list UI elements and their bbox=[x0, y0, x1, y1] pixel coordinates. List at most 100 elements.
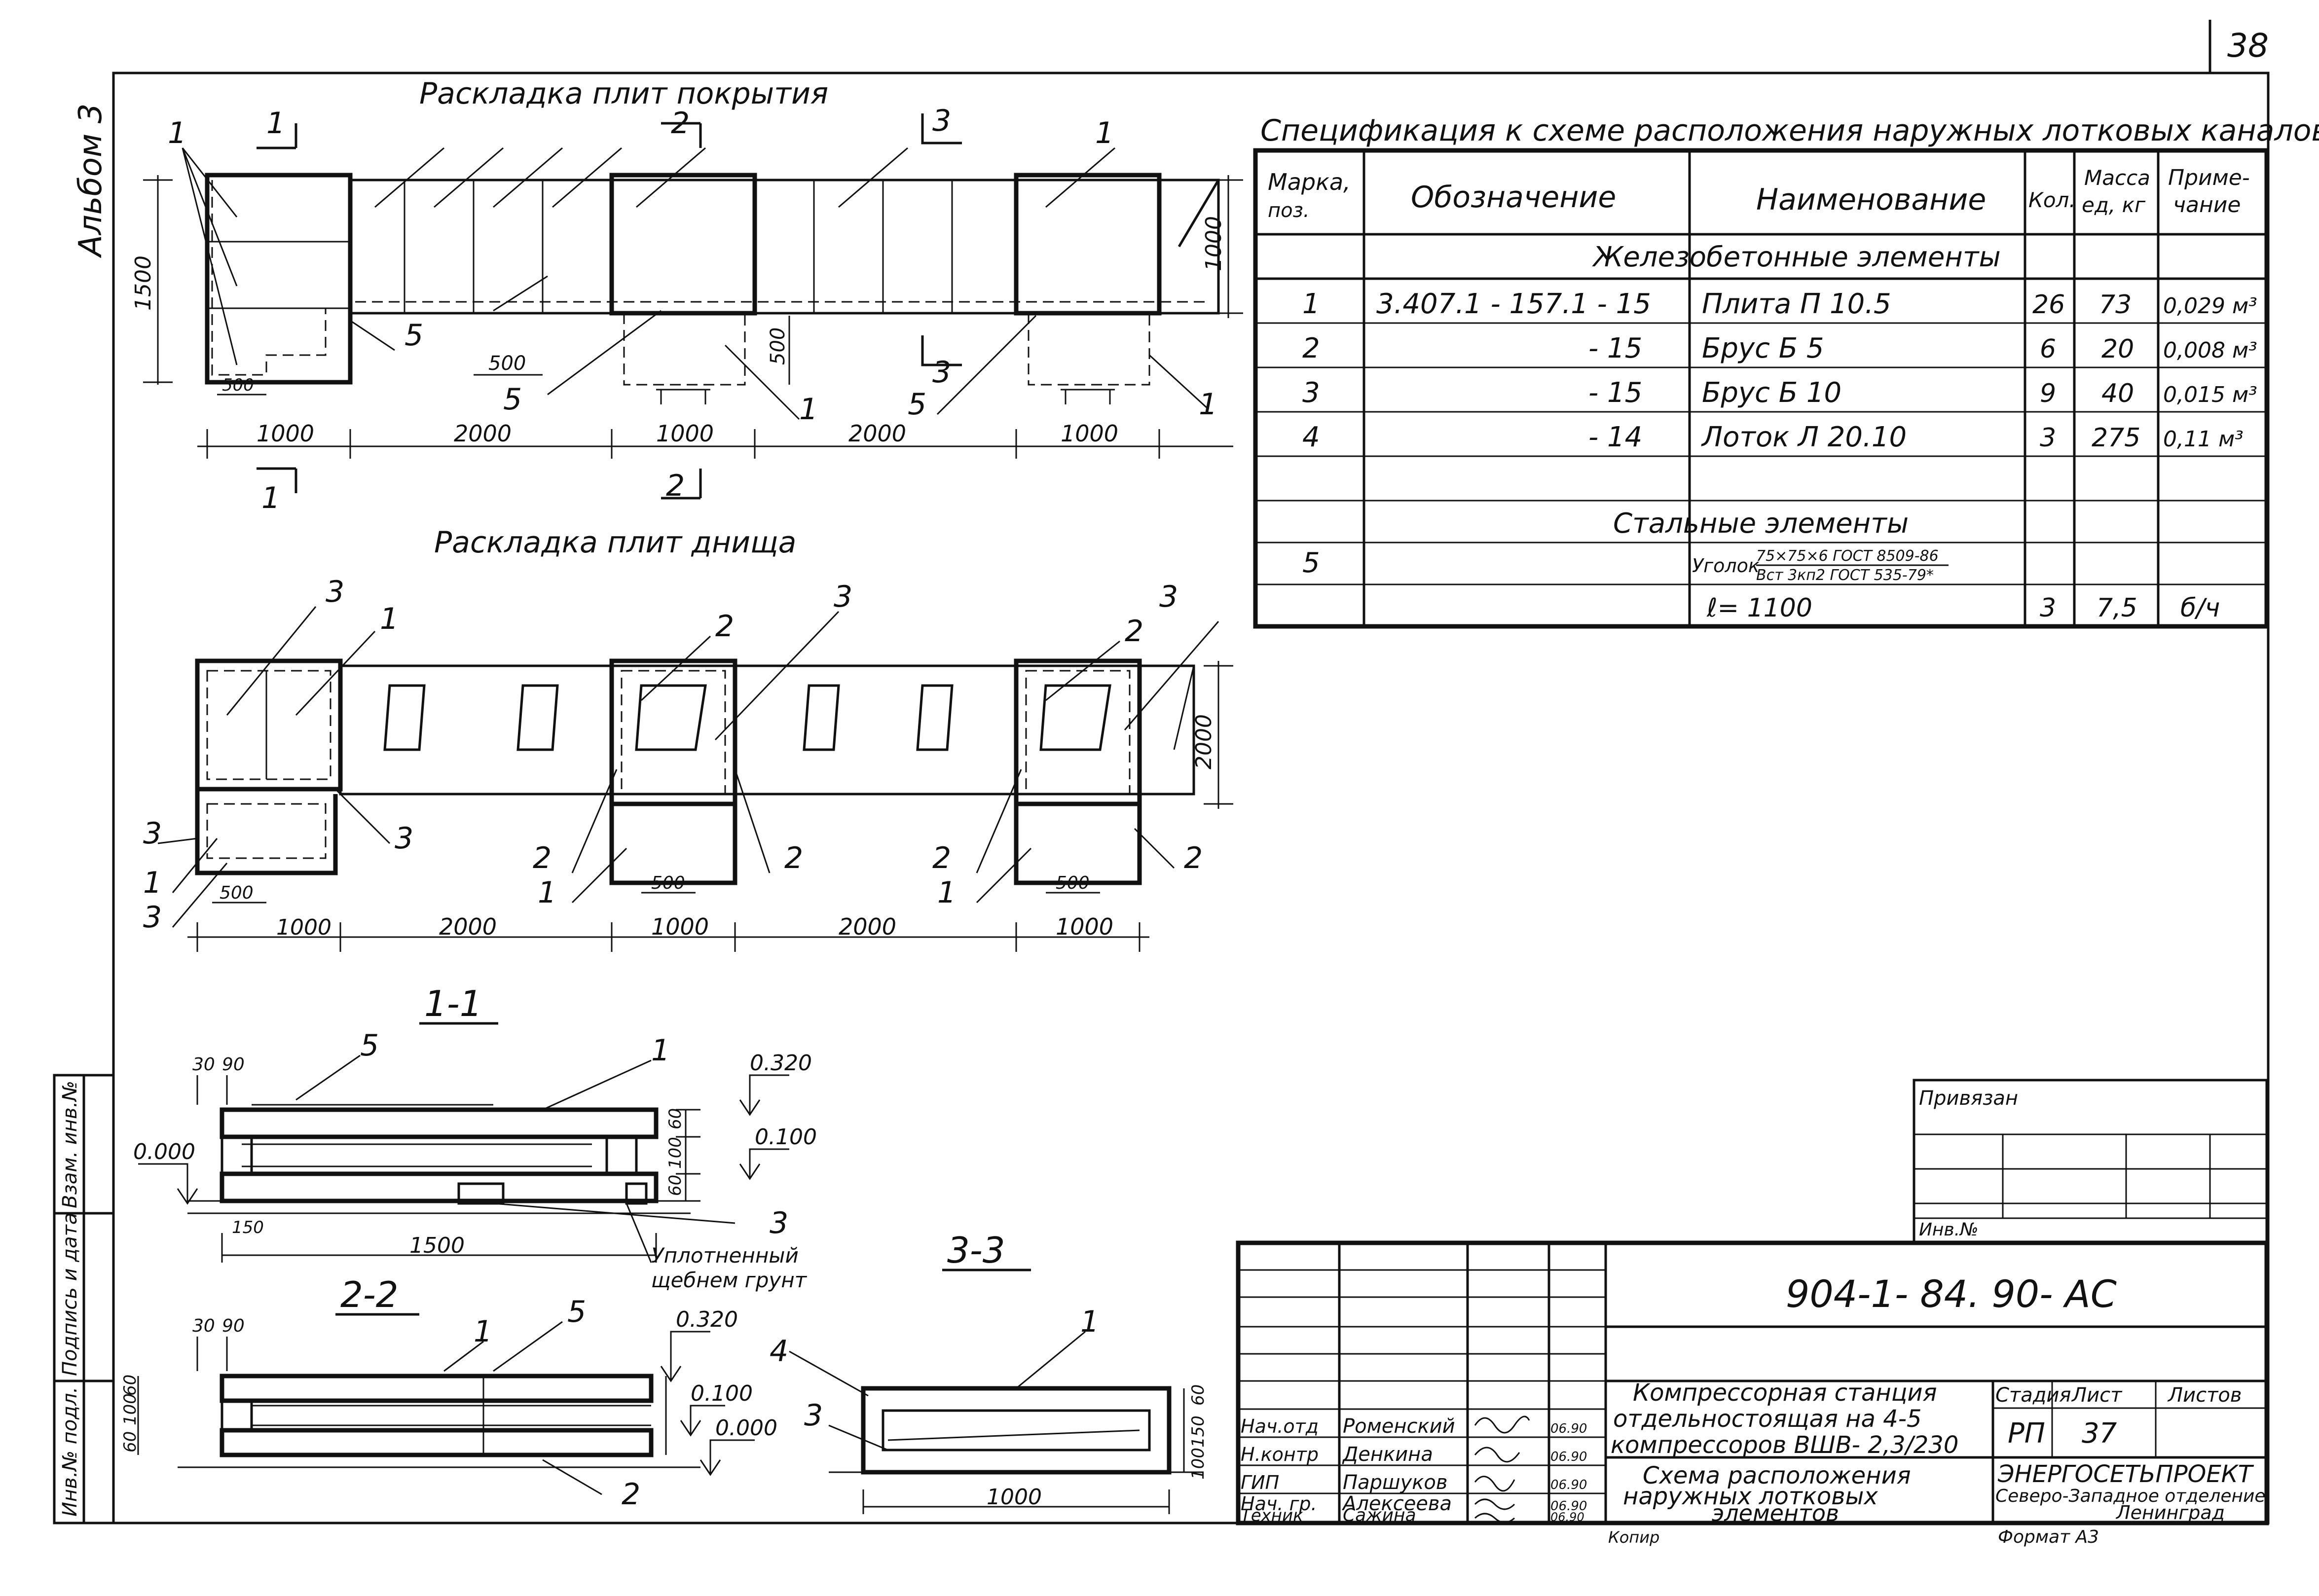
section-11-dim-h-30: 30 bbox=[192, 1054, 215, 1075]
spec-table-grid bbox=[1253, 148, 2269, 629]
section-22-dim-v-100: 100 bbox=[120, 1393, 140, 1425]
stamp-org-2: Северо-Западное отделение bbox=[1995, 1486, 2266, 1506]
plan-top-dim-500-a: 500 bbox=[488, 352, 526, 375]
stamp-sheets-label: Листов bbox=[2167, 1384, 2242, 1407]
spec-steel-note: б/ч bbox=[2180, 593, 2220, 623]
spec-header-note-1: Приме- bbox=[2168, 165, 2250, 190]
stamp-sheet-line-1: Схема расположения bbox=[1643, 1462, 1911, 1489]
plan-top-callout-5a: 5 bbox=[405, 318, 423, 353]
stamp-kopir: Копир bbox=[1608, 1528, 1659, 1547]
spec-row2-qty: 6 bbox=[2040, 334, 2056, 364]
plan-bottom-callout-1b: 1 bbox=[143, 866, 162, 900]
spec-row2-designation: - 15 bbox=[1588, 332, 1642, 364]
plan-top-callout-5b: 5 bbox=[503, 382, 522, 417]
stamp-name-3: Паршуков bbox=[1343, 1471, 1447, 1494]
spec-row4-note: 0,11 м³ bbox=[2163, 427, 2244, 452]
section-22-elev-zero: 0.000 bbox=[715, 1415, 777, 1441]
stamp-org-1: ЭНЕРГОСЕТЬПРОЕКТ bbox=[1997, 1460, 2254, 1488]
spec-row3-qty: 9 bbox=[2040, 379, 2056, 408]
plan-bottom-dim-500-c: 500 bbox=[1056, 873, 1090, 893]
stamp-grid bbox=[1236, 1079, 2269, 1525]
plan-bottom-callout-2f: 2 bbox=[1184, 841, 1203, 875]
stamp-stage-label: Стадия bbox=[1995, 1384, 2071, 1407]
plan-bottom-callout-2c: 2 bbox=[533, 841, 552, 875]
spec-row1-pos: 1 bbox=[1302, 288, 1320, 320]
section-22-callout-2: 2 bbox=[622, 1477, 640, 1512]
stamp-name-5: Сажина bbox=[1343, 1505, 1416, 1525]
spec-steel-length: ℓ= 1100 bbox=[1706, 593, 1812, 623]
spec-header-designation: Обозначение bbox=[1411, 180, 1616, 215]
stamp-sheet-label: Лист bbox=[2071, 1384, 2123, 1407]
stamp-org-3: Ленинград bbox=[2115, 1502, 2225, 1523]
stamp-role-5: Техник bbox=[1241, 1506, 1303, 1525]
plan-top-section-2: 2 bbox=[671, 106, 690, 141]
section-11-callout-5: 5 bbox=[360, 1028, 379, 1063]
plan-top-dim-1000-v: 1000 bbox=[1201, 216, 1226, 271]
plan-bottom-dim-1: 1000 bbox=[276, 915, 331, 940]
plan-bottom-title: Раскладка плит днища bbox=[434, 525, 796, 560]
plan-top-callout-5c: 5 bbox=[908, 387, 926, 422]
plan-bottom-dim-3: 1000 bbox=[651, 913, 709, 940]
stamp-role-1: Нач.отд bbox=[1241, 1415, 1319, 1437]
plan-bottom-drawing bbox=[157, 606, 1233, 952]
spec-header-name: Наименование bbox=[1756, 182, 1986, 217]
plan-top-callout-1c: 1 bbox=[799, 392, 818, 427]
spec-steel-qty: 3 bbox=[2040, 593, 2056, 623]
plan-bottom-dim-5: 1000 bbox=[1056, 913, 1113, 940]
album-label: Альбом 3 bbox=[73, 104, 109, 258]
plan-top-dim-2: 2000 bbox=[454, 420, 512, 447]
stamp-role-3: ГИП bbox=[1241, 1472, 1279, 1493]
spec-header-pos-2: поз. bbox=[1268, 199, 1310, 222]
plan-bottom-callout-3e: 3 bbox=[143, 816, 162, 851]
section-33-callout-1: 1 bbox=[1080, 1305, 1099, 1339]
spec-row2-name: Брус Б 5 bbox=[1702, 332, 1824, 364]
stamp-date-5: 06.90 bbox=[1550, 1510, 1584, 1524]
stamp-date-2: 06.90 bbox=[1550, 1450, 1587, 1464]
plan-bottom-callout-3a: 3 bbox=[326, 575, 344, 609]
stamp-project-line-1: Компрессорная станция bbox=[1633, 1379, 1937, 1407]
stamp-code: 904-1- 84. 90- АС bbox=[1786, 1272, 2117, 1316]
section-22-drawing bbox=[137, 1321, 755, 1495]
spec-steel-name-prefix: Уголок bbox=[1692, 555, 1760, 577]
section-11-elev-top: 0.320 bbox=[750, 1051, 812, 1076]
plan-top-drawing bbox=[143, 113, 1243, 500]
sheet-frame bbox=[112, 20, 2270, 1524]
section-33-dim-v-60: 60 bbox=[1188, 1384, 1208, 1406]
plan-bottom-callout-3b: 3 bbox=[834, 580, 852, 614]
stamp-date-4: 06.90 bbox=[1550, 1499, 1587, 1514]
page-number: 38 bbox=[2227, 27, 2269, 65]
spec-row4-name: Лоток Л 20.10 bbox=[1701, 421, 1907, 453]
stamp-sheet-line-2: наружных лотковых bbox=[1623, 1483, 1878, 1510]
section-11-dim-h-90: 90 bbox=[222, 1054, 245, 1075]
plan-bottom-callout-3d: 3 bbox=[395, 821, 413, 856]
spec-row2-note: 0,008 м³ bbox=[2163, 338, 2257, 363]
section-11-elev-mid: 0.100 bbox=[755, 1124, 817, 1150]
stamp-name-1: Роменский bbox=[1343, 1415, 1455, 1438]
spec-steel-name-top: 75×75×6 ГОСТ 8509-86 bbox=[1756, 547, 1939, 565]
plan-top-section-3-b: 3 bbox=[932, 355, 951, 390]
section-22-dim-h-90: 90 bbox=[222, 1316, 245, 1336]
stamp-format: Формат А3 bbox=[1998, 1527, 2099, 1547]
spec-header-note-2: чание bbox=[2173, 192, 2241, 218]
spec-row3-name: Брус Б 10 bbox=[1702, 377, 1841, 409]
plan-bottom-callout-1c: 1 bbox=[538, 875, 556, 910]
spec-steel-pos: 5 bbox=[1302, 547, 1320, 579]
spec-row1-designation: 3.407.1 - 157.1 - 15 bbox=[1376, 288, 1651, 320]
side-podpis: Подпись и дата bbox=[59, 1213, 81, 1376]
spec-row4-qty: 3 bbox=[2040, 423, 2056, 453]
stamp-project-line-3: компрессоров ВШВ- 2,3/230 bbox=[1611, 1431, 1958, 1459]
spec-row4-pos: 4 bbox=[1302, 421, 1320, 453]
plan-bottom-dim-2000-v: 2000 bbox=[1191, 714, 1216, 769]
spec-row2-pos: 2 bbox=[1302, 332, 1320, 364]
section-11-dim-v-60b: 60 bbox=[665, 1175, 685, 1196]
spec-row1-mass: 73 bbox=[2099, 290, 2132, 320]
section-11-callout-3: 3 bbox=[770, 1206, 788, 1240]
spec-row3-note: 0,015 м³ bbox=[2163, 382, 2257, 407]
spec-row1-name: Плита П 10.5 bbox=[1702, 288, 1891, 320]
section-11-title: 1-1 bbox=[424, 983, 482, 1024]
spec-header-pos-1: Марка, bbox=[1268, 169, 1351, 195]
plan-top-dim-1500-v: 1500 bbox=[131, 255, 156, 311]
section-33-dim-1000: 1000 bbox=[987, 1485, 1042, 1510]
spec-group-steel: Стальные элементы bbox=[1613, 508, 1909, 540]
